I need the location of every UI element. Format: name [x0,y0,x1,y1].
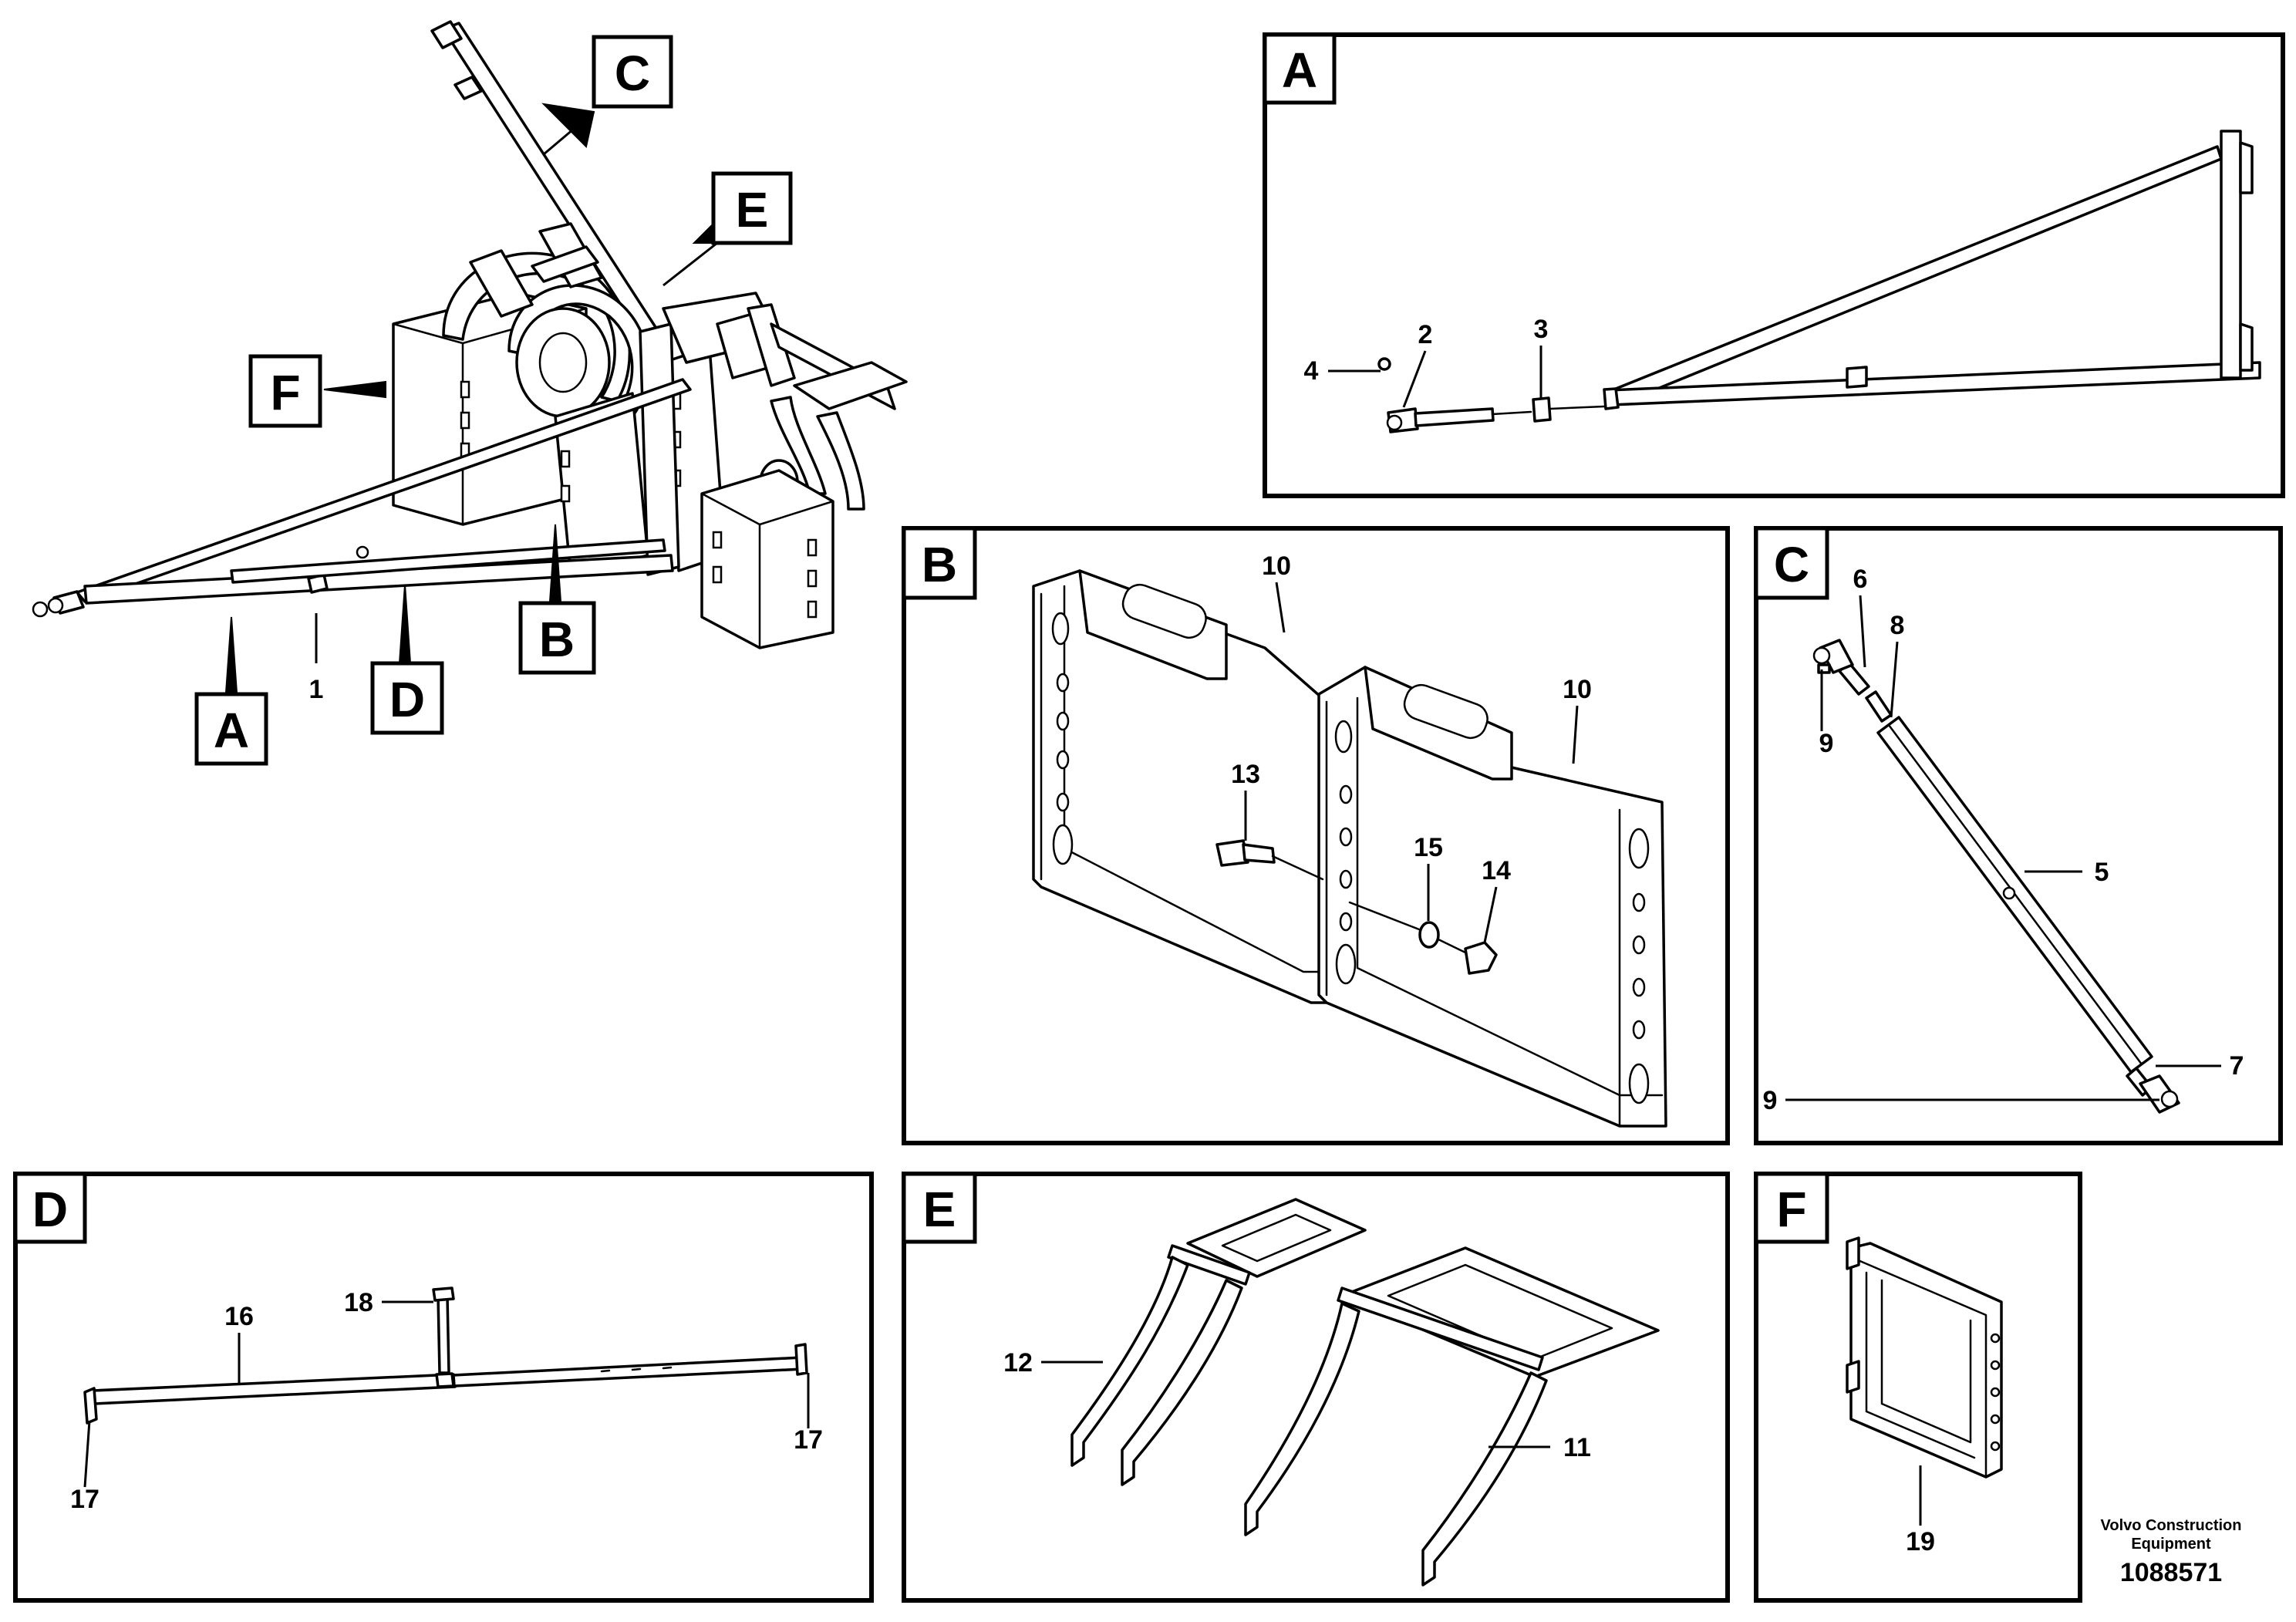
overview-assembly [32,20,908,649]
svg-text:10: 10 [1262,551,1291,581]
svg-text:A: A [214,703,249,758]
panel-b: B [902,526,1730,1145]
svg-text:2: 2 [1418,320,1433,349]
panel-d-callouts: 16 18 17 17 [70,1288,823,1514]
panel-c: C [1754,526,2283,1145]
overview-label-f: F [248,354,322,428]
svg-text:C: C [1774,537,1809,592]
document-number: 1088571 [2120,1558,2222,1587]
overview-leaders [224,103,719,693]
overview-label-d: D [370,661,444,735]
svg-text:15: 15 [1414,833,1443,862]
svg-text:5: 5 [2095,858,2109,887]
panel-b-callouts: 10 10 13 15 14 [1231,551,1592,943]
overview-label-b: B [518,601,596,675]
svg-text:F: F [1776,1182,1806,1237]
panel-e: E [902,1172,1730,1603]
svg-text:18: 18 [344,1288,373,1317]
panel-e-callouts: 12 11 [1003,1348,1591,1462]
svg-text:A: A [1282,42,1317,98]
brand-line-1: Volvo Construction [2101,1517,2242,1534]
svg-text:B: B [922,537,957,592]
svg-text:16: 16 [224,1302,254,1331]
panel-d: D [13,1172,874,1603]
svg-text:E: E [736,182,769,238]
svg-text:6: 6 [1853,565,1868,594]
svg-text:F: F [270,365,300,420]
svg-text:D: D [389,672,425,727]
svg-text:9: 9 [1819,729,1834,758]
svg-text:9: 9 [1763,1086,1778,1115]
brand-line-2: Equipment [2131,1536,2211,1553]
svg-text:3: 3 [1534,315,1549,344]
panel-f: F [1754,1172,2082,1603]
svg-text:E: E [923,1182,956,1237]
svg-text:17: 17 [794,1425,823,1455]
svg-text:12: 12 [1003,1348,1033,1378]
overview-callout-1: 1 [309,675,324,704]
panel-a-callouts: 4 2 3 [1304,315,1549,408]
svg-text:11: 11 [1563,1433,1591,1462]
svg-text:C: C [615,46,650,101]
panel-c-callouts: 6 8 9 5 7 9 [1763,565,2244,1115]
svg-text:17: 17 [70,1485,99,1514]
svg-text:19: 19 [1906,1527,1935,1556]
svg-text:4: 4 [1304,356,1319,386]
overview-label-c: C [592,35,673,109]
overview-label-e: E [711,171,793,245]
svg-text:14: 14 [1482,856,1511,885]
svg-text:8: 8 [1890,611,1905,640]
svg-text:D: D [32,1182,68,1237]
svg-text:10: 10 [1563,675,1592,704]
panel-a: A [1263,32,2285,498]
svg-text:7: 7 [2230,1051,2244,1081]
svg-text:B: B [539,612,575,667]
overview-label-a: A [194,692,268,766]
svg-text:13: 13 [1231,760,1260,789]
panel-f-callouts: 19 [1906,1465,1935,1556]
